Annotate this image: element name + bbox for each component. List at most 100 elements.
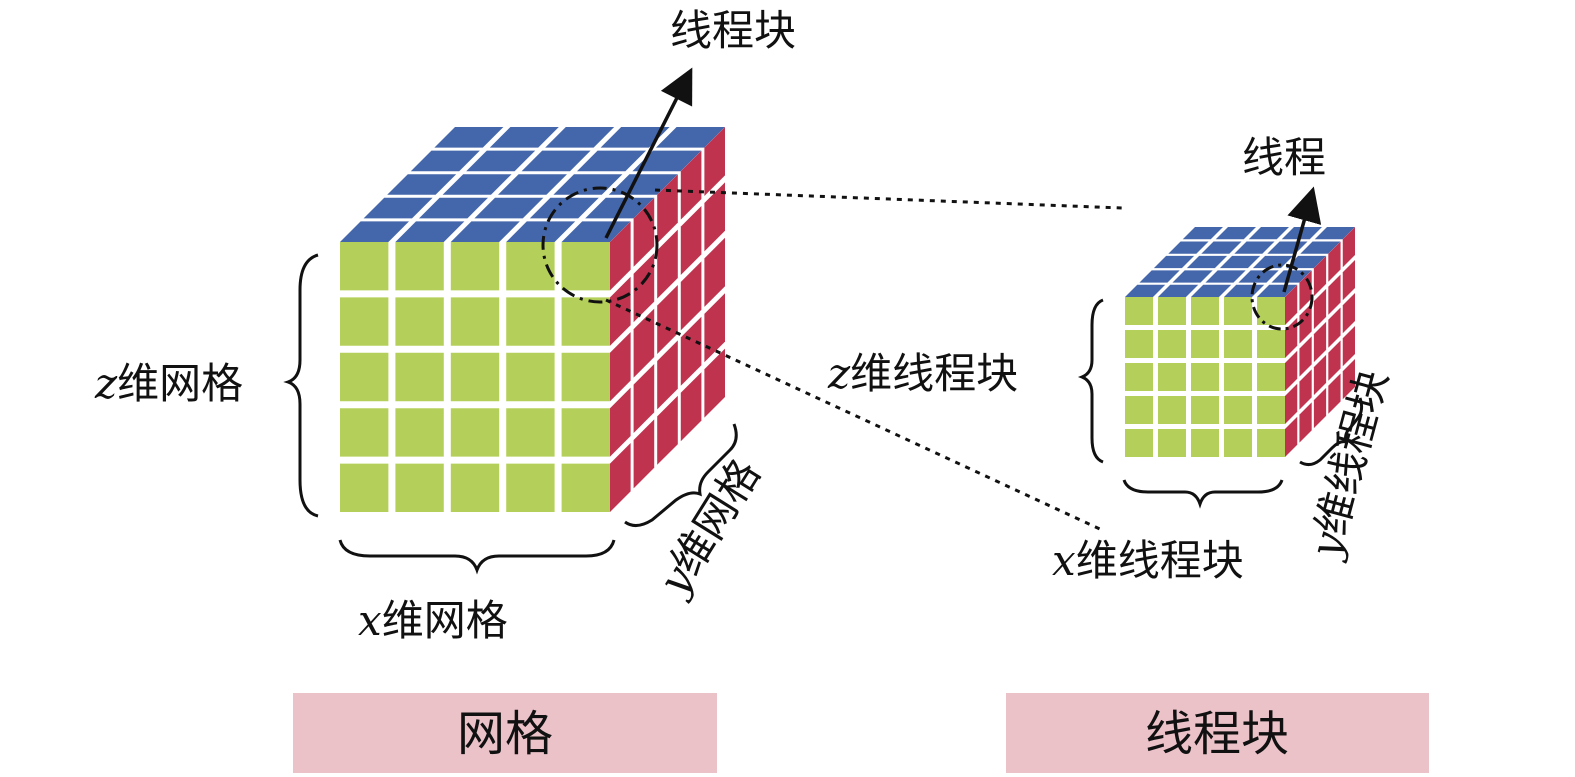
grid-side-cell bbox=[680, 261, 702, 331]
block-front-cell bbox=[1224, 297, 1252, 325]
block-front-cell bbox=[1158, 297, 1186, 325]
block-z-brace bbox=[1077, 298, 1104, 464]
grid-front-cell bbox=[340, 408, 389, 457]
block-top-cell bbox=[1172, 270, 1213, 283]
grid-front-cell bbox=[395, 463, 444, 512]
block-top-cell bbox=[1139, 270, 1180, 283]
block-front-cell bbox=[1257, 429, 1285, 457]
grid-x-brace bbox=[338, 539, 616, 575]
grid-cube bbox=[340, 127, 725, 512]
block-front-cell bbox=[1158, 429, 1186, 457]
grid-front-cell bbox=[561, 463, 610, 512]
block-top-cell bbox=[1205, 270, 1246, 283]
block-caption-box: 线程块 bbox=[1006, 693, 1429, 773]
grid-front-cell bbox=[561, 408, 610, 457]
block-top-cell bbox=[1234, 241, 1275, 254]
grid-front-cell bbox=[450, 463, 500, 512]
grid-z-axis-label: z维网格 bbox=[94, 359, 243, 408]
grid-cube-side-face bbox=[610, 127, 725, 512]
grid-side-cell bbox=[680, 316, 702, 386]
grid-top-cell bbox=[395, 221, 465, 242]
grid-front-cell bbox=[395, 242, 444, 291]
block-top-cell bbox=[1191, 284, 1232, 297]
grid-front-cell bbox=[561, 352, 610, 402]
block-side-cell bbox=[1285, 416, 1298, 457]
grid-side-cell bbox=[704, 293, 725, 363]
block-front-cell bbox=[1125, 429, 1153, 457]
grid-front-cell bbox=[450, 297, 500, 346]
grid-top-cell bbox=[506, 221, 576, 242]
grid-top-cell bbox=[608, 174, 678, 195]
block-thread-pointer-arrow bbox=[1282, 186, 1322, 293]
block-front-cell bbox=[1125, 363, 1153, 391]
block-front-cell bbox=[1125, 396, 1153, 424]
block-thread-highlight-circle bbox=[1250, 263, 1314, 331]
block-x-brace bbox=[1122, 479, 1284, 509]
block-top-cell bbox=[1257, 284, 1298, 297]
block-side-cell bbox=[1328, 274, 1341, 315]
grid-side-cell bbox=[704, 348, 725, 418]
block-side-cell bbox=[1299, 402, 1312, 443]
block-top-cell bbox=[1182, 227, 1223, 240]
grid-side-cell bbox=[657, 340, 678, 410]
grid-side-cell bbox=[610, 442, 631, 512]
grid-y-axis-label: y维网格 bbox=[648, 450, 770, 605]
grid-front-cell bbox=[450, 242, 500, 291]
grid-side-cell bbox=[657, 284, 678, 355]
block-front-cell bbox=[1224, 363, 1252, 391]
grid-side-cell bbox=[610, 387, 631, 457]
block-top-cell bbox=[1252, 255, 1294, 269]
block-top-cell bbox=[1201, 241, 1242, 254]
grid-cube-label: 线程块 bbox=[670, 6, 796, 55]
grid-side-cell bbox=[657, 174, 678, 244]
block-side-cell bbox=[1328, 241, 1341, 282]
grid-z-brace bbox=[283, 253, 319, 518]
grid-top-cell bbox=[387, 174, 457, 195]
grid-front-cell bbox=[340, 297, 389, 346]
block-top-cell bbox=[1168, 241, 1209, 254]
block-front-cell bbox=[1158, 330, 1186, 358]
block-side-cell bbox=[1342, 293, 1355, 334]
grid-side-cell bbox=[610, 332, 631, 402]
grid-side-cell bbox=[610, 221, 631, 291]
block-side-cell bbox=[1299, 336, 1312, 377]
grid-front-cell bbox=[450, 408, 500, 457]
block-top-cell bbox=[1219, 255, 1261, 269]
grid-top-cell bbox=[466, 150, 536, 172]
grid-x-axis-label: x维网格 bbox=[358, 596, 508, 645]
grid-top-cell bbox=[340, 221, 410, 242]
block-front-cell bbox=[1257, 396, 1285, 424]
block-front-cell bbox=[1191, 429, 1219, 457]
grid-front-cell bbox=[395, 408, 444, 457]
block-side-cell bbox=[1342, 359, 1355, 400]
grid-side-cell bbox=[680, 205, 702, 276]
grid-top-cell bbox=[632, 150, 702, 172]
grid-top-cell bbox=[576, 150, 647, 172]
grid-side-cell bbox=[657, 395, 678, 465]
block-front-cell bbox=[1224, 330, 1252, 358]
grid-side-cell bbox=[633, 308, 655, 378]
block-top-cell bbox=[1300, 241, 1341, 254]
block-front-cell bbox=[1224, 396, 1252, 424]
grid-top-cell bbox=[434, 127, 504, 148]
grid-front-cell bbox=[506, 352, 555, 402]
grid-top-cell bbox=[529, 197, 599, 219]
grid-front-cell bbox=[340, 463, 389, 512]
block-front-cell bbox=[1158, 363, 1186, 391]
grid-caption-text: 网格 bbox=[457, 706, 553, 762]
grid-front-cell bbox=[506, 463, 555, 512]
grid-top-cell bbox=[450, 221, 520, 242]
grid-top-cell bbox=[410, 150, 480, 172]
block-front-cell bbox=[1191, 396, 1219, 424]
grid-side-cell bbox=[704, 127, 725, 197]
grid-top-cell bbox=[545, 127, 615, 148]
grid-front-cell bbox=[561, 242, 610, 291]
block-side-cell bbox=[1299, 303, 1312, 344]
grid-side-cell bbox=[633, 253, 655, 323]
block-x-axis-label: x维线程块 bbox=[1052, 536, 1244, 585]
grid-front-cell bbox=[395, 352, 444, 402]
grid-side-cell bbox=[680, 150, 702, 220]
block-caption-text: 线程块 bbox=[1145, 706, 1289, 762]
grid-block-pointer-arrow bbox=[604, 67, 693, 239]
grid-top-cell bbox=[474, 197, 544, 219]
